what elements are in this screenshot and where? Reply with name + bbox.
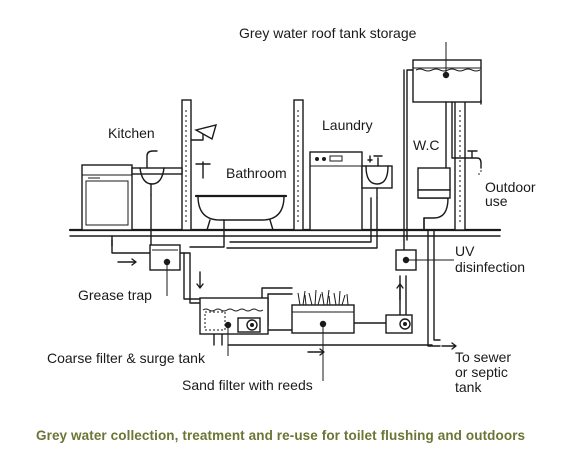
wc-label: W.C (413, 137, 439, 153)
roof-tank (412, 42, 482, 103)
roof-tank-label: Grey water roof tank storage (239, 25, 417, 41)
outdoor-label-line1: Outdoor (485, 179, 536, 195)
uv-unit (395, 249, 448, 271)
kitchen-cabinet (81, 150, 183, 231)
floor-slab (68, 228, 502, 237)
bathroom-fixtures (190, 124, 288, 243)
kitchen-label: Kitchen (108, 125, 155, 141)
coarse-filter-label: Coarse filter & surge tank (47, 350, 206, 366)
bathroom-label: Bathroom (226, 165, 287, 181)
outdoor-label-line2: use (485, 193, 508, 209)
sewer-label-line2: or septic (455, 364, 508, 380)
laundry-label: Laundry (322, 117, 373, 133)
sewer-label-line3: tank (455, 379, 482, 395)
leader-lines (166, 259, 454, 381)
coarse-filter-tank (199, 297, 269, 352)
pump (385, 314, 413, 334)
laundry-fixtures (309, 151, 393, 231)
outdoor-tap (464, 150, 482, 175)
supply-pipes (403, 69, 482, 241)
sand-filter (291, 289, 355, 377)
grease-trap-label: Grease trap (78, 287, 152, 303)
figure-caption: Grey water collection, treatment and re-… (36, 428, 525, 443)
flow-arrows (117, 258, 457, 356)
uv-label-line1: UV (455, 243, 475, 259)
walls (181, 99, 466, 231)
sand-filter-label: Sand filter with reeds (182, 377, 313, 393)
grease-trap (149, 244, 181, 278)
toilet (417, 167, 451, 231)
sewer-label-line1: To sewer (455, 349, 511, 365)
drain-pipes (111, 194, 441, 347)
uv-label-line2: disinfection (455, 259, 525, 275)
